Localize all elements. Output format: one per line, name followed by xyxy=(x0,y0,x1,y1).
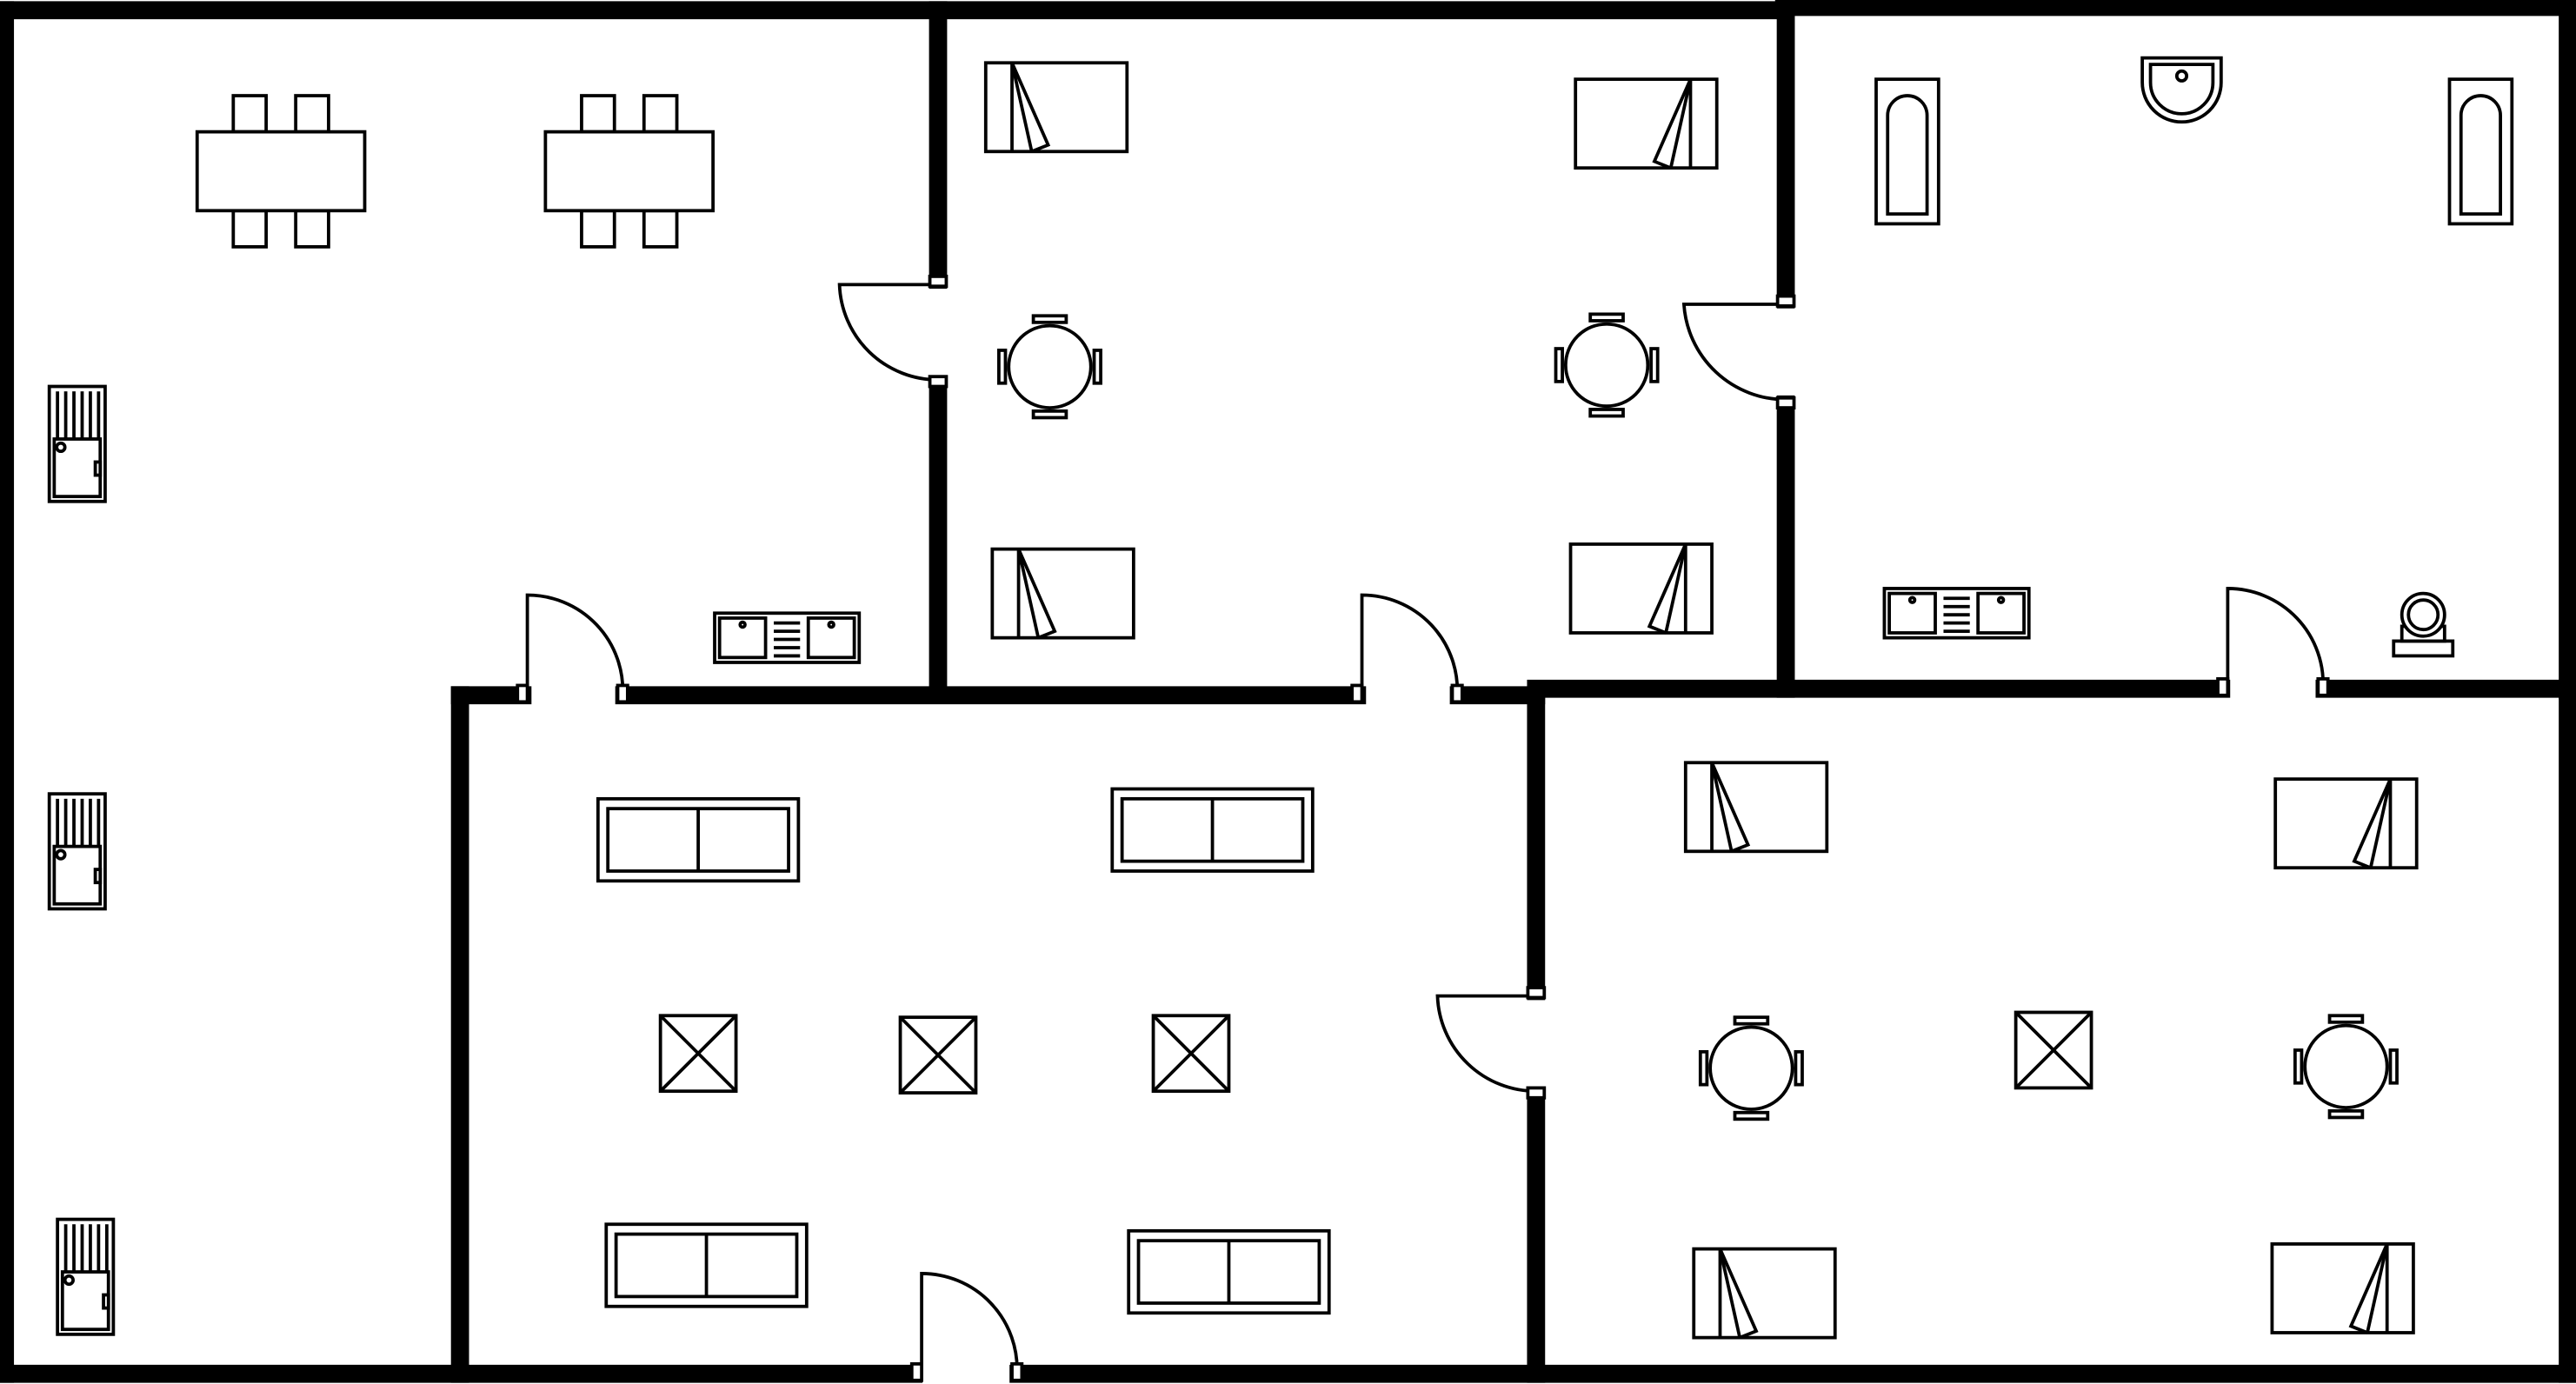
door-swing-icon xyxy=(1360,593,1460,695)
bed-icon xyxy=(2273,777,2419,870)
bed-icon xyxy=(983,61,1129,154)
door-bedroom-living[interactable] xyxy=(1350,593,1464,704)
bed-icon xyxy=(2270,1242,2415,1334)
bed-icon xyxy=(1568,542,1714,635)
crossed-box-icon xyxy=(1151,1014,1231,1094)
door-kitchen-bedroom[interactable] xyxy=(837,275,949,389)
room-living xyxy=(596,787,1331,1315)
crossed-box-icon xyxy=(898,1015,978,1095)
door-swing-icon xyxy=(1435,994,1536,1094)
door-bedroom-bathroom[interactable] xyxy=(1681,294,1796,409)
stove-icon xyxy=(47,792,107,911)
door-entrance[interactable] xyxy=(909,1272,1024,1382)
double-sink-icon xyxy=(713,611,862,664)
door-swing-icon xyxy=(837,283,939,382)
sofa-icon xyxy=(604,1222,809,1308)
door-living-bedroom2[interactable] xyxy=(1435,986,1547,1100)
dining-table-icon xyxy=(543,94,716,249)
door-swing-icon xyxy=(1681,303,1787,402)
door-bathroom-bedroom2[interactable] xyxy=(2216,587,2330,697)
sofa-icon xyxy=(1110,787,1315,873)
sofa-icon xyxy=(596,796,801,883)
round-table-icon xyxy=(997,314,1102,420)
bed-icon xyxy=(1683,761,1829,854)
toilet-icon xyxy=(2392,591,2455,658)
room-bedroom-2 xyxy=(1683,761,2419,1340)
door-swing-icon xyxy=(525,593,625,695)
dining-table-icon xyxy=(195,94,367,249)
stove-icon xyxy=(56,1217,116,1336)
bed-icon xyxy=(1692,1247,1837,1340)
bed-icon xyxy=(1574,77,1719,170)
round-table-icon xyxy=(1698,1015,1804,1121)
washbasin-icon xyxy=(2140,56,2223,124)
door-swing-icon xyxy=(920,1272,1019,1374)
stove-icon xyxy=(47,384,107,503)
bed-icon xyxy=(990,547,1135,640)
bathtub-icon xyxy=(2447,77,2514,226)
round-table-icon xyxy=(1554,312,1660,418)
crossed-box-icon xyxy=(2014,1010,2093,1090)
bathtub-icon xyxy=(1874,77,1940,226)
room-bedroom-1 xyxy=(983,61,1719,640)
door-kitchen-living[interactable] xyxy=(516,593,629,704)
double-sink-icon xyxy=(1882,587,2031,640)
door-swing-icon xyxy=(2226,587,2325,689)
sofa-icon xyxy=(1127,1228,1331,1315)
round-table-icon xyxy=(2293,1014,2399,1120)
doors xyxy=(516,275,2330,1382)
room-bathroom xyxy=(1874,56,2514,658)
crossed-box-icon xyxy=(658,1014,738,1094)
